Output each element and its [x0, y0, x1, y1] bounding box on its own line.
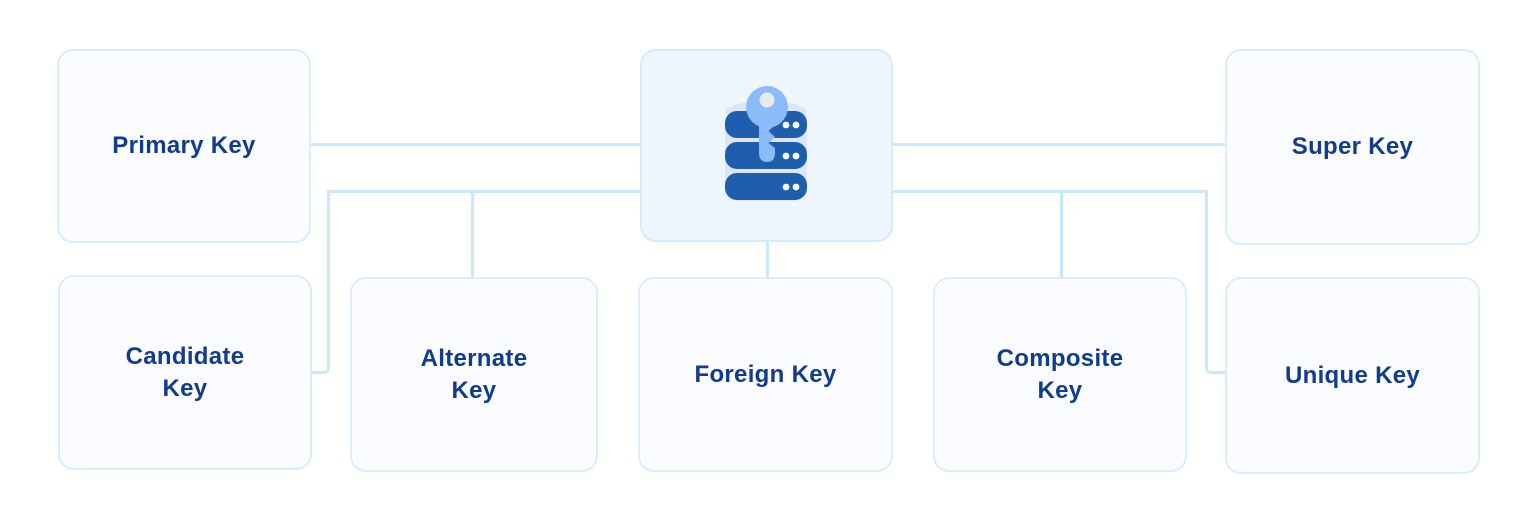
node-candidate-key: Candidate Key	[58, 275, 312, 470]
node-label-unique-key: Unique Key	[1284, 361, 1421, 389]
node-unique-key: Unique Key	[1225, 277, 1480, 474]
node-label-candidate-key: Candidate Key	[125, 343, 245, 402]
node-primary-key: Primary Key	[57, 49, 311, 243]
node-alternate-key: Alternate Key	[350, 277, 598, 472]
node-super-key: Super Key	[1225, 49, 1480, 245]
node-label-alternate-key: Alternate Key	[420, 345, 528, 404]
node-label-primary-key: Primary Key	[112, 132, 256, 160]
key-icon	[745, 85, 788, 162]
node-label-composite-key: Composite Key	[996, 345, 1124, 404]
node-foreign-key: Foreign Key	[638, 277, 893, 472]
node-label-foreign-key: Foreign Key	[694, 360, 837, 388]
connector-foreign-vertical	[766, 241, 769, 278]
connector-composite-vertical	[1060, 190, 1063, 279]
database-with-key-icon	[724, 85, 807, 201]
node-label-super-key: Super Key	[1291, 133, 1414, 161]
connector-alternate-vertical	[471, 190, 474, 279]
node-database-center	[640, 49, 893, 242]
node-composite-key: Composite Key	[933, 277, 1187, 472]
connector-unique-elbow	[1205, 190, 1225, 374]
connector-candidate-elbow	[312, 190, 330, 374]
